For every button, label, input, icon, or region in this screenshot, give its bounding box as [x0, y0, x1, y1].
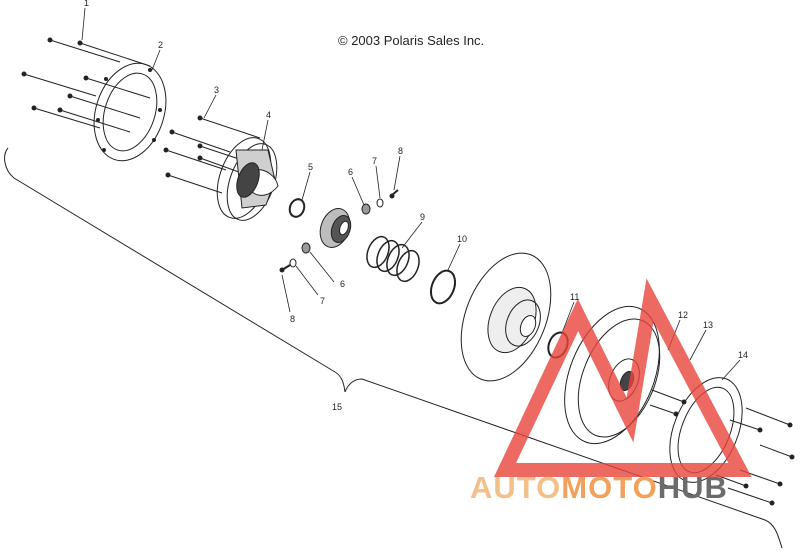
watermark-text: AUTOMOTOHUB: [470, 470, 728, 506]
callout-3: 3: [214, 85, 219, 95]
callout-1: 1: [84, 0, 89, 8]
callout-10: 10: [457, 234, 467, 244]
watermark-moto: MOTO: [561, 470, 658, 505]
callout-8: 8: [398, 146, 403, 156]
bracket-15: [4, 147, 783, 549]
hub-bearing: [319, 208, 352, 248]
watermark-hub: HUB: [657, 470, 728, 505]
watermark-auto: AUTO: [470, 470, 562, 505]
callout-2: 2: [158, 40, 163, 50]
callout-7b: 7: [320, 296, 325, 306]
sheave-disc: [460, 252, 552, 382]
ring-10: [429, 269, 457, 305]
callout-7: 7: [372, 156, 377, 166]
callout-14: 14: [738, 350, 748, 360]
callout-11: 11: [570, 292, 579, 302]
callout-4: 4: [266, 110, 271, 120]
gasket-plate-2: [93, 62, 167, 162]
leader-lines: [81, 7, 741, 381]
copyright-text: © 2003 Polaris Sales Inc.: [338, 33, 485, 48]
spring-9: [366, 235, 420, 283]
bolts-right: [649, 389, 795, 506]
callout-5: 5: [308, 162, 313, 172]
washers-lower: [279, 242, 311, 273]
callout-9: 9: [420, 212, 425, 222]
callout-6: 6: [348, 167, 353, 177]
callout-6b: 6: [340, 279, 345, 289]
watermark-logo: [493, 278, 752, 477]
callout-15: 15: [332, 402, 342, 412]
ring-5: [288, 198, 306, 218]
washers-upper: [361, 189, 399, 215]
callout-12: 12: [678, 310, 688, 320]
spider-housing-4: [216, 137, 279, 221]
bolts-left: [21, 37, 151, 133]
callout-labels: 1 2 3 4 5 6 7 8 9 10 11 12 13 14 15 6 7 …: [84, 0, 748, 412]
callout-13: 13: [703, 320, 713, 330]
callout-8b: 8: [290, 314, 295, 324]
